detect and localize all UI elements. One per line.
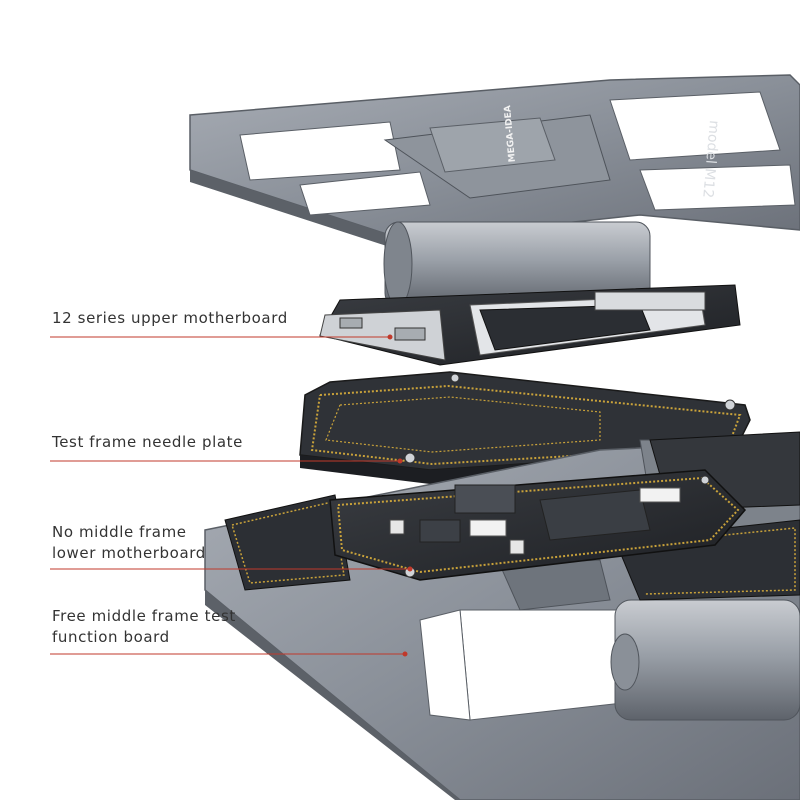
label-upper-motherboard: 12 series upper motherboard [52, 309, 288, 327]
lower-motherboard [329, 469, 747, 581]
top-clamp-frame: MEGA-IDEA model M12 [189, 74, 800, 308]
function-board [224, 431, 800, 601]
model-engraving: model M12 [699, 120, 722, 199]
base-hinge-cylinder [614, 599, 800, 721]
brand-engraving: MEGA-IDEA [503, 105, 518, 163]
label-function-board: Free middle frame test function board [52, 607, 236, 646]
leader-lines [50, 334, 413, 657]
upper-motherboard [319, 284, 741, 366]
label-lower-motherboard: No middle frame lower motherboard [52, 523, 206, 562]
label-needle-plate: Test frame needle plate [52, 433, 243, 451]
